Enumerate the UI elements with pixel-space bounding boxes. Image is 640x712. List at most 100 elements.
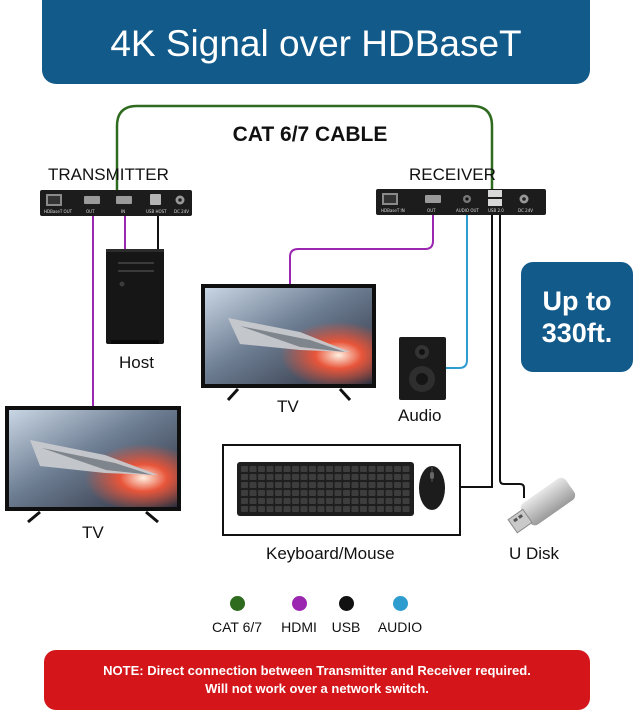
note-banner: NOTE: Direct connection between Transmit… [44, 650, 590, 710]
audio-cable [446, 214, 468, 369]
receiver-port-label: USB 2.0 [488, 208, 504, 213]
keyboard-key [309, 498, 316, 504]
keyboard-key [292, 474, 299, 480]
keyboard-key [360, 490, 367, 496]
keyboard-key [249, 474, 257, 480]
keyboard-key [275, 498, 282, 504]
keyboard-key [343, 482, 350, 488]
keyboard-key [360, 474, 367, 480]
audio-label: Audio [398, 406, 442, 425]
tv-receiver-icon [201, 284, 376, 402]
transmitter-label: TRANSMITTER [48, 165, 169, 184]
keyboard-mouse-label: Keyboard/Mouse [266, 544, 395, 563]
keyboard-key [377, 474, 384, 480]
receiver-port-label: OUT [427, 208, 436, 213]
keyboard-key [394, 490, 401, 496]
keyboard-key [402, 474, 410, 480]
keyboard-key [266, 490, 274, 496]
keyboard-key [402, 498, 410, 504]
legend-dot-hdmi [291, 596, 307, 611]
keyboard-key [241, 490, 248, 496]
keyboard-key [402, 506, 410, 512]
keyboard-key [360, 506, 367, 512]
keyboard-key [258, 474, 265, 480]
keyboard-key [360, 498, 367, 504]
keyboard-key [377, 490, 384, 496]
keyboard-key [258, 482, 265, 488]
keyboard-key [309, 466, 316, 472]
keyboard-key [292, 506, 299, 512]
receiver-port-label: HDBaseT IN [381, 208, 405, 213]
keyboard-key [385, 474, 393, 480]
mouse-icon [419, 466, 445, 510]
speaker-icon [399, 337, 446, 400]
keyboard-key [283, 482, 291, 488]
keyboard-key [317, 498, 325, 504]
keyboard-key [343, 498, 350, 504]
keyboard-key [334, 498, 342, 504]
keyboard-key [266, 466, 274, 472]
legend-item-hdmi: HDMI [274, 596, 324, 635]
keyboard-key [385, 490, 393, 496]
keyboard-key [360, 482, 367, 488]
keyboard-key [258, 490, 265, 496]
keyboard-key [300, 490, 308, 496]
receiver-port-label: DC 24V [518, 208, 533, 213]
receiver-label: RECEIVER [409, 165, 496, 184]
keyboard-key [394, 466, 401, 472]
note-line-1: NOTE: Direct connection between Transmit… [103, 663, 531, 678]
usb-cable-keyboard [460, 214, 493, 488]
keyboard-key [258, 466, 265, 472]
keyboard-key [309, 482, 316, 488]
keyboard-key [300, 474, 308, 480]
keyboard-key [309, 506, 316, 512]
keyboard-key [351, 466, 359, 472]
title-banner: 4K Signal over HDBaseT [42, 0, 590, 84]
keyboard-key [368, 482, 376, 488]
keyboard-key [377, 506, 384, 512]
range-line-1: Up to [542, 286, 612, 316]
keyboard-key [368, 490, 376, 496]
host-pc-icon [106, 249, 164, 344]
keyboard-key [275, 490, 282, 496]
keyboard-key [402, 482, 410, 488]
keyboard-key [385, 498, 393, 504]
keyboard-key [334, 506, 342, 512]
keyboard-key [326, 474, 333, 480]
transmitter-port-label: DC 24V [174, 209, 189, 214]
keyboard-key [241, 466, 248, 472]
keyboard-key [241, 482, 248, 488]
keyboard-key [317, 490, 325, 496]
page-title: 4K Signal over HDBaseT [110, 23, 522, 64]
keyboard-key [377, 482, 384, 488]
transmitter-port-label: USB HOST [146, 209, 167, 214]
hdmi-cable-receiver-tv [289, 214, 434, 286]
keyboard-key [249, 466, 257, 472]
keyboard-key [326, 490, 333, 496]
keyboard-key [394, 482, 401, 488]
range-badge: Up to 330ft. [521, 262, 633, 372]
keyboard-key [266, 506, 274, 512]
keyboard-key [377, 498, 384, 504]
keyboard-key [394, 498, 401, 504]
legend-label: AUDIO [377, 619, 423, 635]
transmitter-device: HDBaseT OUT OUT IN USB HOST DC 24V [40, 190, 192, 216]
keyboard-key [402, 490, 410, 496]
keyboard-key [283, 466, 291, 472]
keyboard-key [326, 466, 333, 472]
transmitter-port-label: IN [121, 209, 125, 214]
transmitter-port-label: HDBaseT OUT [44, 209, 73, 214]
keyboard-key [249, 482, 257, 488]
keyboard-key [334, 466, 342, 472]
keyboard-key [385, 482, 393, 488]
keyboard-key [351, 490, 359, 496]
keyboard-key [300, 498, 308, 504]
keyboard-key [266, 498, 274, 504]
legend-dot-audio [392, 596, 408, 611]
keyboard-key [309, 474, 316, 480]
keyboard-key [343, 466, 350, 472]
keyboard-key [241, 474, 248, 480]
keyboard-key [334, 490, 342, 496]
keyboard-key [283, 490, 291, 496]
